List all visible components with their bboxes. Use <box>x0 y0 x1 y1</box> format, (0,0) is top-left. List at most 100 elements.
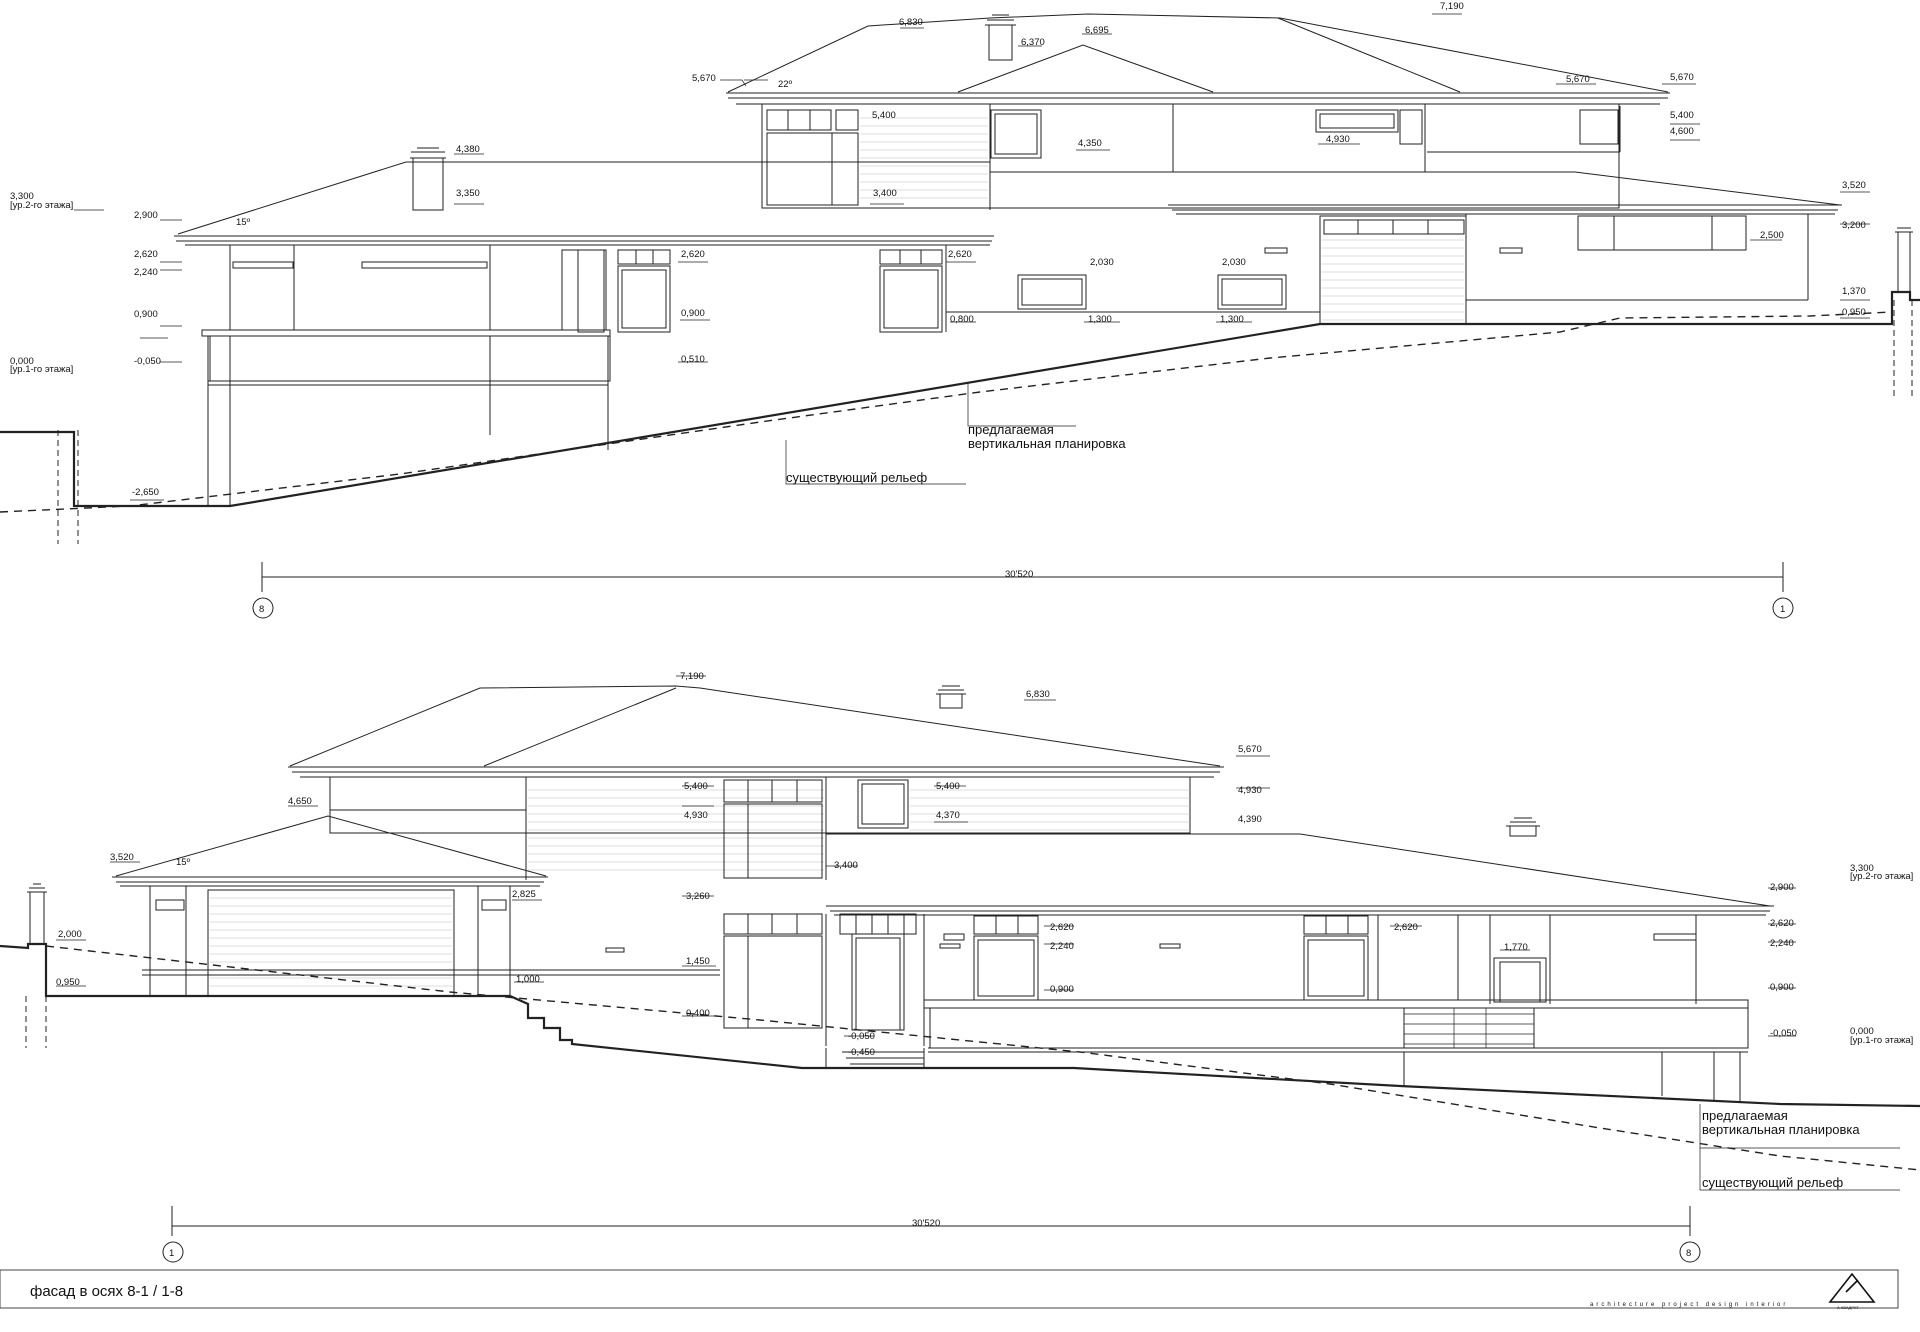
dimension-label: 30'520 <box>912 1218 940 1229</box>
main-roof <box>289 685 1221 767</box>
note-proposed: вертикальная планировка <box>1702 1122 1860 1137</box>
existing-grade <box>45 945 1920 1171</box>
level-label: 3,260 <box>686 891 710 902</box>
level-label: 2,620 <box>134 249 158 260</box>
level-label: 0,400 <box>686 1008 710 1019</box>
elevation-top-labels: 6,830 6,370 6,695 7,190 5,670 5,670 5,67… <box>10 1 1866 615</box>
level-marks-top <box>74 13 1870 501</box>
level-label: 0,950 <box>56 977 80 988</box>
level-label: 1,770 <box>1504 942 1528 953</box>
axis-label: 1 <box>169 1248 174 1259</box>
sheet-title: фасад в осях 8-1 / 1-8 <box>30 1283 183 1300</box>
floor2-level: 3,300 <box>1850 863 1874 874</box>
level-label: 5,400 <box>1670 110 1694 121</box>
floor1-label: [ур.1-го этажа] <box>10 364 73 375</box>
level-label: 6,695 <box>1085 25 1109 36</box>
level-label: 4,650 <box>288 796 312 807</box>
window-2030a <box>1017 274 1087 310</box>
level-label: 2,500 <box>1760 230 1784 241</box>
upper-windows <box>766 109 1619 206</box>
level-label: 5,670 <box>1670 72 1694 83</box>
level-label: 2,000 <box>58 929 82 940</box>
level-label: 4,390 <box>1238 814 1262 825</box>
level-label: 2,620 <box>681 249 705 260</box>
level-label: 1,000 <box>516 974 540 985</box>
level-label: -0,050 <box>1770 1028 1797 1039</box>
axis-bubble-8 <box>252 597 274 619</box>
axis-label: 1 <box>1780 604 1785 615</box>
level-label: 3,350 <box>456 188 480 199</box>
upper-roof <box>727 13 1669 93</box>
floor2-level: 3,300 <box>10 191 34 202</box>
studio-tagline: architecture project design interior <box>1590 1302 1788 1308</box>
roof-angle: 22º <box>778 79 793 90</box>
level-label: 7,190 <box>680 671 704 682</box>
dimension-label: 30'520 <box>1005 569 1033 580</box>
level-label: 1,450 <box>686 956 710 967</box>
level-label: 0,900 <box>134 309 158 320</box>
level-label: 6,370 <box>1021 37 1045 48</box>
note-proposed: предлагаемая <box>1702 1108 1788 1123</box>
level-label: 1,300 <box>1220 314 1244 325</box>
siding-hatch <box>860 117 988 199</box>
elevation-bottom-labels: 7,190 6,830 5,670 5,400 5,400 4,930 4,93… <box>56 671 1913 1259</box>
level-label: 0,900 <box>1770 982 1794 993</box>
level-label: 0,950 <box>1842 307 1866 318</box>
level-label: 2,620 <box>948 249 972 260</box>
proposed-grade <box>0 942 1920 1108</box>
level-label: 1,300 <box>1088 314 1112 325</box>
level-label: 2,620 <box>1394 922 1418 933</box>
level-label: 2,900 <box>134 210 158 221</box>
existing-grade <box>0 311 1893 513</box>
axis-bubble-1 <box>1772 597 1794 619</box>
level-label: 4,930 <box>1326 134 1350 145</box>
roof-angle: 15º <box>176 857 191 868</box>
level-label: 5,670 <box>692 73 716 84</box>
elevation-bottom <box>0 675 1920 1263</box>
floor2-label: [ур.2-го этажа] <box>1850 871 1913 882</box>
level-label: 6,830 <box>899 17 923 28</box>
roof-angle: 15º <box>236 217 251 228</box>
level-label: 5,400 <box>684 781 708 792</box>
note-proposed: предлагаемая <box>968 422 1054 437</box>
note-proposed: вертикальная планировка <box>968 436 1126 451</box>
level-label: -0,050 <box>848 1031 875 1042</box>
level-label: 0,900 <box>1050 984 1074 995</box>
lower-roof-left <box>177 161 990 235</box>
floor1-level: 0,000 <box>1850 1026 1874 1037</box>
title-block: фасад в осях 8-1 / 1-8 architecture proj… <box>0 1269 1899 1310</box>
door-left <box>577 249 605 333</box>
level-label: 2,825 <box>512 889 536 900</box>
chimney <box>939 693 963 709</box>
level-label: 3,200 <box>1842 220 1866 231</box>
axis-bubble-1 <box>162 1241 184 1263</box>
level-label: -0,050 <box>134 356 161 367</box>
lower-roof-right <box>826 833 1771 907</box>
level-label: 2,240 <box>1770 938 1794 949</box>
upper-wall <box>761 103 1620 209</box>
floor1-level: 0,000 <box>10 356 34 367</box>
level-label: 5,670 <box>1566 74 1590 85</box>
level-label: 0,510 <box>681 354 705 365</box>
chimney-upper <box>988 24 1013 61</box>
level-label: 0,800 <box>950 314 974 325</box>
level-label: 4,380 <box>456 144 480 155</box>
level-label: 4,930 <box>684 810 708 821</box>
axis-label: 8 <box>259 604 264 615</box>
level-label: 2,030 <box>1090 257 1114 268</box>
level-label: 5,400 <box>936 781 960 792</box>
triangle-logo-icon <box>1828 1272 1876 1303</box>
logo-name: А-КВАДРАТ <box>1837 1305 1859 1310</box>
level-label: -2,650 <box>132 487 159 498</box>
proposed-grade <box>0 290 1920 508</box>
level-label: 2,030 <box>1222 257 1246 268</box>
level-label: 2,900 <box>1770 882 1794 893</box>
level-label: 6,830 <box>1026 689 1050 700</box>
floor2-label: [ур.2-го этажа] <box>10 200 73 211</box>
upper-roof-hip <box>957 17 1461 93</box>
entrance-door <box>855 937 901 1031</box>
level-label: 4,930 <box>1238 785 1262 796</box>
level-label: 3,520 <box>110 852 134 863</box>
note-existing: существующий рельеф <box>1702 1175 1844 1190</box>
